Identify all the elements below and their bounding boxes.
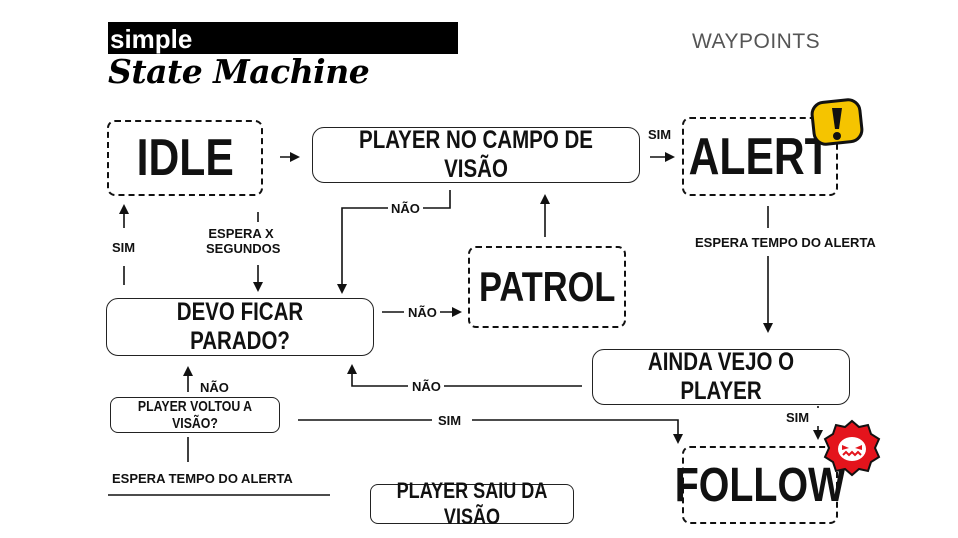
- label-wait-alert-right: ESPERA TEMPO DO ALERTA: [695, 235, 876, 250]
- warning-icon: [810, 98, 864, 146]
- label-sim-follow: SIM: [438, 413, 462, 428]
- condition-player-in-view[interactable]: PLAYER NO CAMPO DE VISÃO: [312, 126, 640, 183]
- condition-player-back[interactable]: PLAYER VOLTOU A VISÃO?: [110, 397, 280, 433]
- edge-still-see-to-should-stay: [347, 364, 408, 387]
- monster-icon: [823, 419, 881, 477]
- condition-player-back-label: PLAYER VOLTOU A VISÃO?: [137, 398, 253, 432]
- subtitle: WAYPOINTS: [692, 30, 821, 53]
- state-alert[interactable]: ALERT: [682, 117, 838, 196]
- state-follow[interactable]: FOLLOW: [675, 446, 845, 524]
- edge-player-back-to-follow: [472, 419, 683, 444]
- title-script: State Machine: [108, 52, 370, 91]
- title-background: [108, 22, 458, 54]
- condition-player-in-view-label: PLAYER NO CAMPO DE VISÃO: [359, 126, 593, 183]
- label-sim-still: SIM: [786, 410, 810, 425]
- label-nao-back: NÃO: [200, 380, 229, 395]
- label-nao-top: NÃO: [388, 201, 423, 216]
- state-idle[interactable]: IDLE: [107, 120, 263, 196]
- condition-player-left[interactable]: PLAYER SAIU DA VISÃO: [370, 478, 574, 529]
- label-nao-patrol: NÃO: [408, 305, 437, 320]
- state-idle-label: IDLE: [136, 129, 234, 187]
- label-sim-alert: SIM: [648, 127, 672, 142]
- condition-player-left-label: PLAYER SAIU DA VISÃO: [396, 478, 548, 529]
- label-wait-x: ESPERA X SEGUNDOS: [206, 226, 281, 256]
- title-small: simple: [110, 24, 193, 54]
- state-follow-label: FOLLOW: [674, 458, 846, 512]
- condition-still-see-player[interactable]: AINDA VEJO O PLAYER: [592, 348, 850, 405]
- label-sim-idle: SIM: [112, 240, 136, 255]
- condition-should-stay[interactable]: DEVO FICAR PARADO?: [106, 298, 374, 356]
- condition-should-stay-label: DEVO FICAR PARADO?: [176, 298, 304, 355]
- state-patrol-label: PATROL: [478, 263, 616, 310]
- label-nao-still: NÃO: [412, 379, 441, 394]
- state-patrol[interactable]: PATROL: [468, 246, 626, 328]
- label-wait-alert-left: ESPERA TEMPO DO ALERTA: [112, 471, 293, 486]
- state-alert-label: ALERT: [688, 127, 832, 186]
- condition-still-see-player-label: AINDA VEJO O PLAYER: [647, 348, 795, 405]
